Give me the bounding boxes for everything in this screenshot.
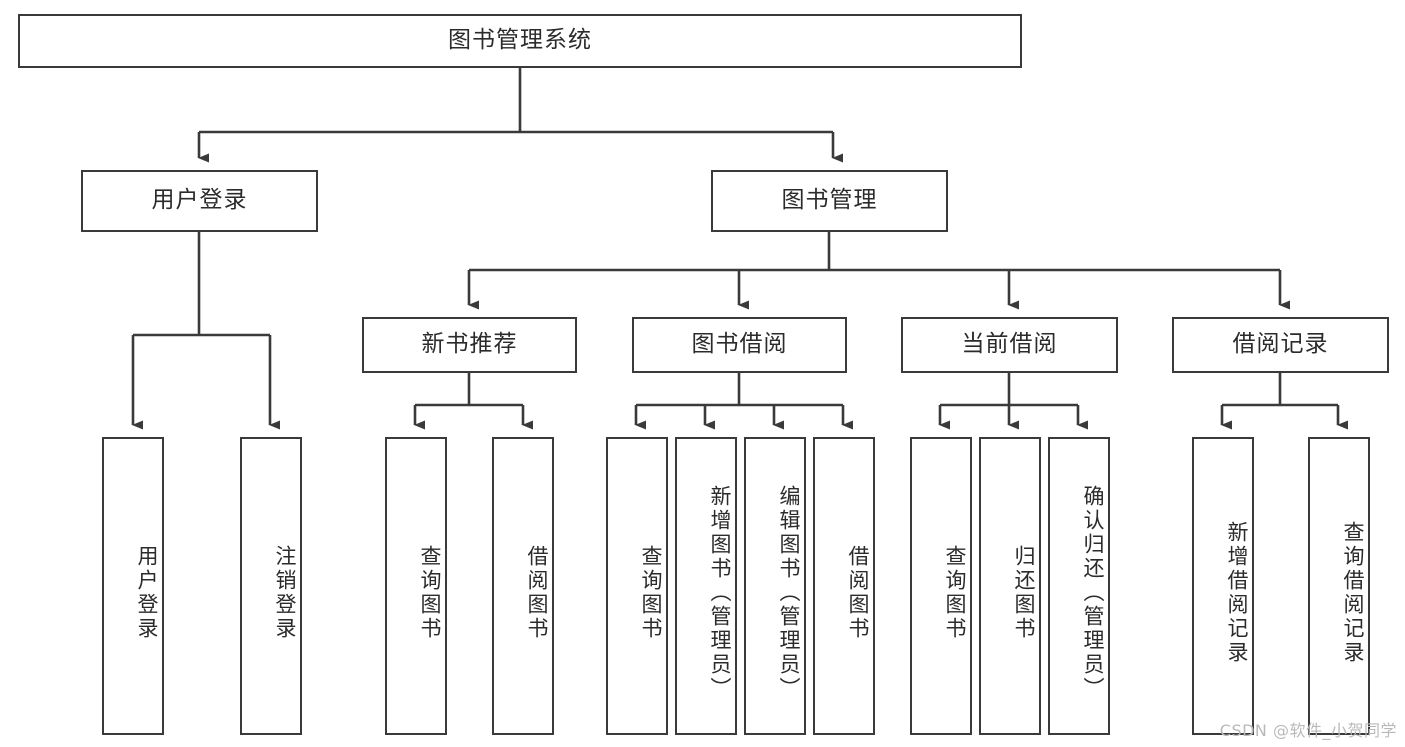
node-leaf-add-book[interactable]: 新增图书（管理员） (675, 437, 737, 735)
node-current-borrow[interactable]: 当前借阅 (901, 317, 1118, 373)
node-borrow-record[interactable]: 借阅记录 (1172, 317, 1389, 373)
node-leaf-user-login[interactable]: 用户登录 (102, 437, 164, 735)
node-leaf-add-record-label: 新增借阅记录 (1225, 521, 1249, 665)
node-leaf-query-book-3[interactable]: 查询图书 (910, 437, 972, 735)
node-leaf-query-book-3-label: 查询图书 (943, 545, 967, 641)
node-leaf-borrow-book-2[interactable]: 借阅图书 (813, 437, 875, 735)
node-root-label: 图书管理系统 (448, 27, 592, 54)
node-leaf-borrow-book-2-label: 借阅图书 (846, 545, 870, 641)
node-new-book-recommend[interactable]: 新书推荐 (362, 317, 577, 373)
node-leaf-query-book-2-label: 查询图书 (639, 545, 663, 641)
node-leaf-query-record[interactable]: 查询借阅记录 (1308, 437, 1370, 735)
node-root[interactable]: 图书管理系统 (18, 14, 1022, 68)
node-leaf-add-record[interactable]: 新增借阅记录 (1192, 437, 1254, 735)
node-leaf-add-book-label: 新增图书（管理员） (708, 485, 732, 701)
node-book-manage-label: 图书管理 (781, 187, 878, 214)
node-book-borrow-label: 图书借阅 (691, 331, 788, 358)
node-current-borrow-label: 当前借阅 (961, 331, 1058, 358)
node-leaf-query-record-label: 查询借阅记录 (1341, 521, 1365, 665)
node-leaf-query-book-1[interactable]: 查询图书 (385, 437, 447, 735)
node-leaf-user-logout-label: 注销登录 (273, 545, 297, 641)
node-leaf-confirm-return-label: 确认归还（管理员） (1081, 485, 1105, 701)
node-leaf-confirm-return[interactable]: 确认归还（管理员） (1048, 437, 1110, 735)
node-leaf-borrow-book-1-label: 借阅图书 (525, 545, 549, 641)
csdn-watermark: CSDN @软件_小贺同学 (1219, 721, 1397, 740)
node-borrow-record-label: 借阅记录 (1232, 331, 1329, 358)
node-book-manage[interactable]: 图书管理 (711, 170, 948, 232)
node-leaf-borrow-book-1[interactable]: 借阅图书 (492, 437, 554, 735)
node-leaf-edit-book[interactable]: 编辑图书（管理员） (744, 437, 806, 735)
node-leaf-query-book-1-label: 查询图书 (418, 545, 442, 641)
node-user-login-label: 用户登录 (151, 187, 248, 214)
node-book-borrow[interactable]: 图书借阅 (632, 317, 847, 373)
node-leaf-query-book-2[interactable]: 查询图书 (606, 437, 668, 735)
node-leaf-return-book-label: 归还图书 (1012, 545, 1036, 641)
node-user-login[interactable]: 用户登录 (81, 170, 318, 232)
node-leaf-user-login-label: 用户登录 (135, 545, 159, 641)
node-leaf-edit-book-label: 编辑图书（管理员） (777, 485, 801, 701)
node-new-book-recommend-label: 新书推荐 (421, 331, 518, 358)
node-leaf-user-logout[interactable]: 注销登录 (240, 437, 302, 735)
node-leaf-return-book[interactable]: 归还图书 (979, 437, 1041, 735)
